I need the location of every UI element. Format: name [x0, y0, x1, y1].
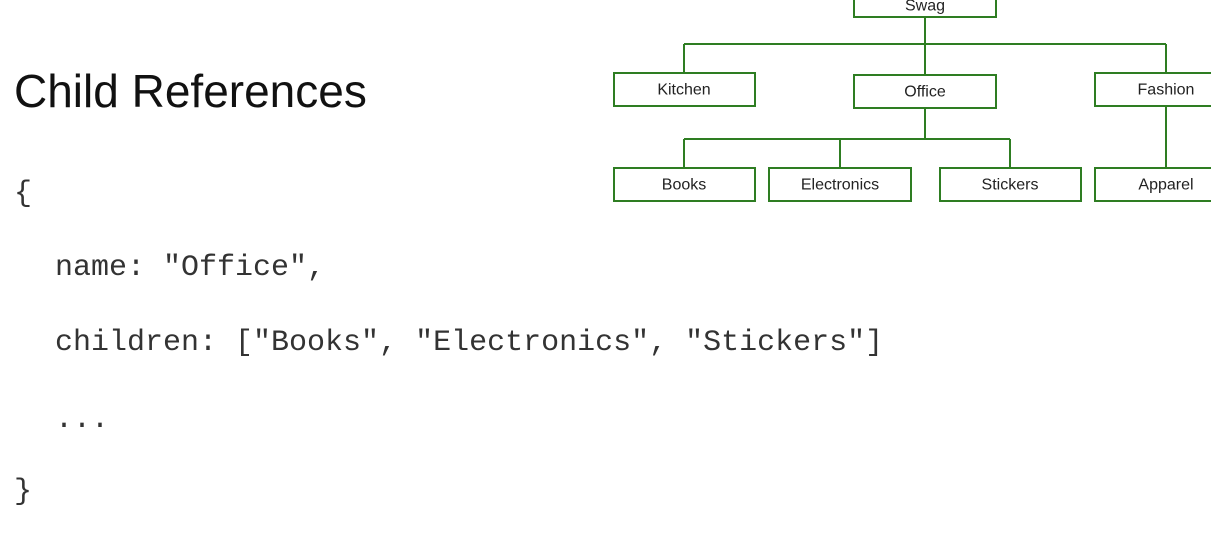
slide-title: Child References — [14, 65, 367, 117]
node-swag: Swag — [853, 0, 997, 18]
svg-text:Fashion: Fashion — [1138, 82, 1195, 99]
code-line-open-brace: { — [14, 177, 33, 211]
node-kitchen: Kitchen — [613, 72, 756, 107]
code-line-ellipsis: ... — [19, 403, 110, 437]
svg-text:Apparel: Apparel — [1138, 177, 1193, 194]
svg-text:Swag: Swag — [905, 0, 945, 15]
code-line-name: name: "Office", — [19, 251, 326, 285]
node-electronics: Electronics — [768, 167, 912, 202]
node-apparel: Apparel — [1094, 167, 1211, 202]
svg-text:Stickers: Stickers — [982, 177, 1039, 194]
node-office: Office — [853, 74, 997, 109]
svg-text:Kitchen: Kitchen — [657, 82, 710, 99]
edge-office-children — [683, 108, 1011, 168]
node-books: Books — [613, 167, 756, 202]
node-stickers: Stickers — [939, 167, 1082, 202]
edge-swag-children — [683, 17, 1167, 75]
edges — [683, 17, 1167, 168]
code-line-close-brace: } — [14, 475, 33, 509]
svg-text:Books: Books — [662, 177, 706, 194]
svg-text:Electronics: Electronics — [801, 177, 879, 194]
svg-text:Office: Office — [904, 84, 946, 101]
code-line-children: children: ["Books", "Electronics", "Stic… — [19, 326, 884, 360]
node-fashion: Fashion — [1094, 72, 1211, 107]
